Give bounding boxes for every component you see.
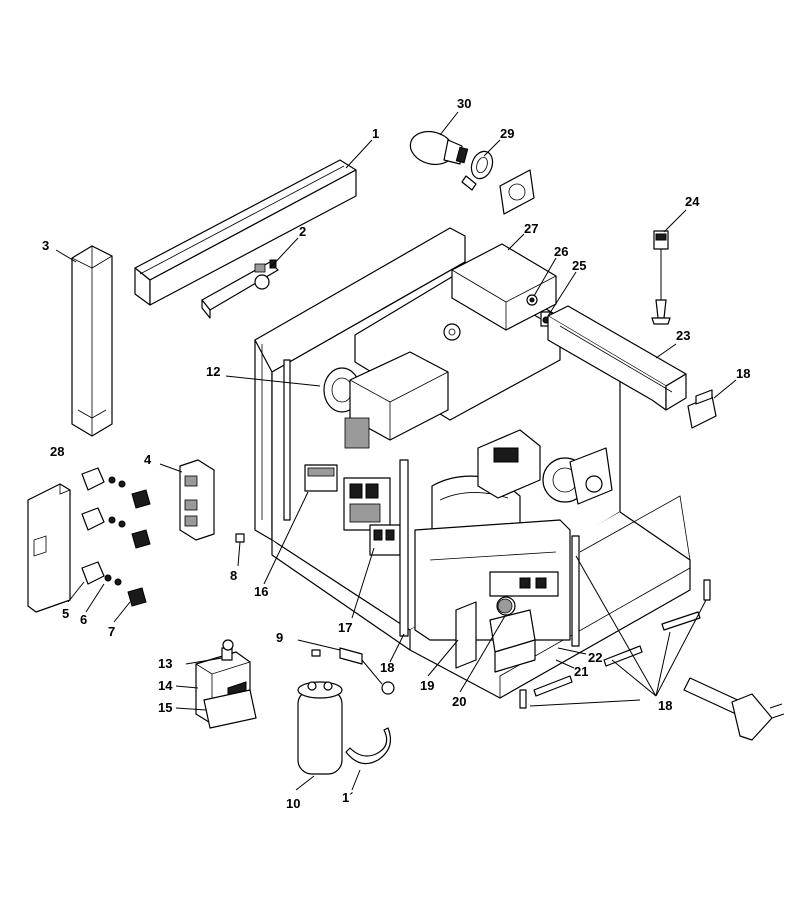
callout-25: 25 bbox=[572, 258, 586, 273]
callout-3: 3 bbox=[42, 238, 49, 253]
callout-24: 24 bbox=[685, 194, 700, 209]
callout-1: 1 bbox=[372, 126, 379, 141]
callout-9: 9 bbox=[276, 630, 283, 645]
high-voltage-diode-part[interactable] bbox=[297, 639, 395, 695]
small-clip-part[interactable] bbox=[235, 533, 245, 543]
callout-4: 4 bbox=[144, 452, 152, 467]
callout-19: 19 bbox=[420, 678, 434, 693]
callout-20: 20 bbox=[452, 694, 466, 709]
stirrer-motor-part[interactable] bbox=[542, 447, 613, 505]
transformer-part[interactable] bbox=[323, 351, 449, 449]
callout-7: 7 bbox=[108, 624, 115, 639]
power-cord-part[interactable] bbox=[683, 677, 785, 741]
callout-labels: 30 29 1 3 2 27 26 25 24 23 18 12 28 4 8 … bbox=[42, 96, 750, 811]
capacitor-bracket-part[interactable] bbox=[455, 601, 477, 669]
thermostat-part[interactable] bbox=[526, 294, 538, 306]
callout-30: 30 bbox=[457, 96, 471, 111]
capacitor-strap-part[interactable] bbox=[345, 727, 391, 765]
callout-2: 2 bbox=[299, 224, 306, 239]
vertical-brace-part[interactable] bbox=[283, 359, 580, 647]
callout-23: 23 bbox=[676, 328, 690, 343]
temperature-probe-part[interactable] bbox=[651, 230, 671, 325]
callout-29: 29 bbox=[500, 126, 514, 141]
mounting-clip-part[interactable] bbox=[687, 389, 717, 429]
leader-lines bbox=[55, 111, 737, 791]
callout-10: 10 bbox=[286, 796, 300, 811]
callout-27: 27 bbox=[524, 221, 538, 236]
interlock-bracket-part[interactable] bbox=[201, 259, 279, 319]
circuit-board-part[interactable] bbox=[369, 524, 401, 556]
callout-5: 5 bbox=[62, 606, 69, 621]
callout-26: 26 bbox=[554, 244, 568, 259]
door-switch-part[interactable] bbox=[81, 561, 147, 607]
door-switch-middle-part[interactable] bbox=[81, 507, 151, 549]
callout-18-mid: 18 bbox=[380, 660, 394, 675]
lamp-bracket-part[interactable] bbox=[499, 169, 535, 215]
callout-14: 14 bbox=[158, 678, 173, 693]
high-voltage-capacitor-part[interactable] bbox=[297, 681, 343, 775]
callout-1-prime: 1´ bbox=[342, 790, 354, 805]
callout-16: 16 bbox=[254, 584, 268, 599]
relay-board-part[interactable] bbox=[304, 464, 391, 531]
switch-holder-part[interactable] bbox=[179, 459, 215, 541]
callout-18-bottom: 18 bbox=[658, 698, 672, 713]
callout-18-top: 18 bbox=[736, 366, 750, 381]
callout-22: 22 bbox=[588, 650, 602, 665]
choke-coil-part[interactable] bbox=[489, 598, 536, 673]
callout-6: 6 bbox=[80, 612, 87, 627]
callout-13: 13 bbox=[158, 656, 172, 671]
callout-28: 28 bbox=[50, 444, 64, 459]
callout-12: 12 bbox=[206, 364, 220, 379]
wire-cover-part[interactable] bbox=[27, 483, 71, 613]
rear-channel-part[interactable] bbox=[547, 305, 687, 411]
side-panel-part[interactable] bbox=[71, 245, 113, 437]
callout-8: 8 bbox=[230, 568, 237, 583]
lamp-socket-part[interactable] bbox=[461, 148, 496, 191]
lamp-bulb-part[interactable] bbox=[407, 127, 469, 169]
foot-pad-part[interactable] bbox=[519, 579, 711, 709]
magnetron-part[interactable] bbox=[195, 639, 257, 729]
callout-17: 17 bbox=[338, 620, 352, 635]
top-channel-part[interactable] bbox=[134, 159, 357, 306]
callout-15: 15 bbox=[158, 700, 172, 715]
door-switch-upper-part[interactable] bbox=[81, 467, 151, 509]
callout-21: 21 bbox=[574, 664, 588, 679]
